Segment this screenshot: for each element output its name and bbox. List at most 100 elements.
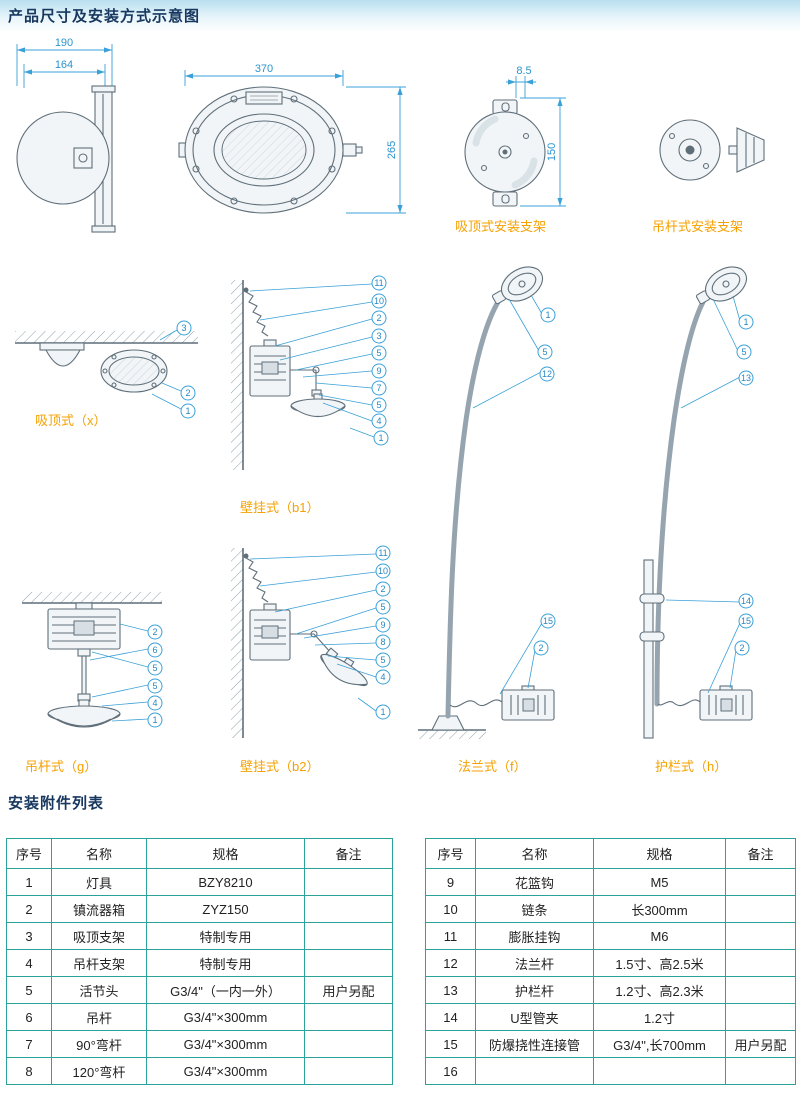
cell-note: [725, 895, 796, 923]
diagram-pendant-mount: 2 6 5 5 4 1: [22, 592, 163, 728]
cell-seq: 9: [425, 868, 476, 896]
svg-text:5: 5: [376, 400, 381, 410]
cell-spec: G3/4"×300mm: [146, 1057, 305, 1085]
callout: 14: [738, 593, 754, 609]
cell-note: [304, 1003, 393, 1031]
callout: 2: [147, 624, 163, 640]
cell-note: [304, 1030, 393, 1058]
label-ceiling-mount: 吸顶式（x）: [35, 413, 107, 428]
cell-seq: 14: [425, 1003, 476, 1031]
cell-spec: ZYZ150: [146, 895, 305, 923]
svg-text:10: 10: [378, 566, 388, 576]
cell-spec: M6: [593, 922, 726, 950]
callout: 5: [147, 678, 163, 694]
svg-text:1: 1: [545, 310, 550, 320]
label-flange-mount: 法兰式（f）: [458, 759, 527, 774]
col-header-seq: 序号: [6, 838, 52, 869]
cell-spec: 特制专用: [146, 922, 305, 950]
cell-note: [304, 1057, 393, 1085]
svg-text:4: 4: [376, 416, 381, 426]
label-wall-mount-b2: 壁挂式（b2）: [240, 759, 320, 774]
callout: 13: [738, 370, 754, 386]
callout: 4: [147, 695, 163, 711]
cell-name: 吊杆: [51, 1003, 147, 1031]
drawing-side-view: 190 164: [16, 37, 116, 233]
cell-spec: 长300mm: [593, 895, 726, 923]
cell-name: 灯具: [51, 868, 147, 896]
svg-text:4: 4: [380, 672, 385, 682]
page-title: 产品尺寸及安装方式示意图: [8, 8, 201, 25]
svg-text:5: 5: [741, 347, 746, 357]
svg-text:1: 1: [380, 707, 385, 717]
svg-text:3: 3: [376, 331, 381, 341]
cell-seq: 6: [6, 1003, 52, 1031]
svg-text:1: 1: [378, 433, 383, 443]
svg-text:10: 10: [374, 296, 384, 306]
dim-265: 265: [386, 141, 398, 159]
cell-name: 120°弯杆: [51, 1057, 147, 1085]
callout: 11: [375, 545, 391, 561]
cell-spec: G3/4"×300mm: [146, 1030, 305, 1058]
callout: 15: [738, 613, 754, 629]
callout: 2: [180, 385, 196, 401]
svg-text:1: 1: [152, 715, 157, 725]
diagram-wall-mount-b2: 11 10 2 5 9 8 5 4 1: [231, 545, 391, 738]
cell-note: [304, 922, 393, 950]
callout: 5: [375, 599, 391, 615]
svg-text:11: 11: [378, 548, 387, 558]
cell-spec: 1.2寸: [593, 1003, 726, 1031]
cell-name: 活节头: [51, 976, 147, 1004]
svg-text:2: 2: [185, 388, 190, 398]
svg-text:5: 5: [152, 663, 157, 673]
cell-seq: 4: [6, 949, 52, 977]
cell-spec: G3/4"（一内一外）: [146, 976, 305, 1004]
cell-seq: 10: [425, 895, 476, 923]
cell-name: U型管夹: [475, 1003, 594, 1031]
svg-text:9: 9: [376, 366, 381, 376]
callout: 4: [375, 669, 391, 685]
cell-note: [304, 868, 393, 896]
svg-text:9: 9: [380, 620, 385, 630]
cell-spec: BZY8210: [146, 868, 305, 896]
col-header-note: 备注: [304, 838, 393, 869]
cell-note: [304, 895, 393, 923]
diagram-flange-pole: 1 5 12 15 2: [418, 259, 556, 739]
diagram-canvas: 190 164 370 265: [15, 37, 765, 739]
svg-text:5: 5: [380, 655, 385, 665]
svg-text:12: 12: [542, 369, 552, 379]
svg-text:1: 1: [743, 317, 748, 327]
callout: 10: [375, 563, 391, 579]
callout: 1: [738, 314, 754, 330]
callout: 5: [736, 344, 752, 360]
cell-seq: 2: [6, 895, 52, 923]
cell-name: 膨胀挂钩: [475, 922, 594, 950]
cell-spec: M5: [593, 868, 726, 896]
drawing-pole-bracket: [659, 119, 765, 181]
svg-text:5: 5: [380, 602, 385, 612]
svg-text:3: 3: [181, 323, 186, 333]
col-header-name: 名称: [51, 838, 147, 869]
callout: 3: [176, 320, 192, 336]
dim-164: 164: [55, 59, 73, 71]
cell-note: 用户另配: [304, 976, 393, 1004]
cell-spec: 1.5寸、高2.5米: [593, 949, 726, 977]
cell-spec: G3/4",长700mm: [593, 1030, 726, 1058]
svg-text:11: 11: [374, 278, 383, 288]
callout: 4: [371, 413, 387, 429]
cell-note: [304, 949, 393, 977]
callout: 5: [147, 660, 163, 676]
drawing-ceiling-bracket: 8.5 150: [464, 65, 566, 207]
callout: 1: [147, 712, 163, 728]
cell-name: 镇流器箱: [51, 895, 147, 923]
cell-note: [725, 1003, 796, 1031]
